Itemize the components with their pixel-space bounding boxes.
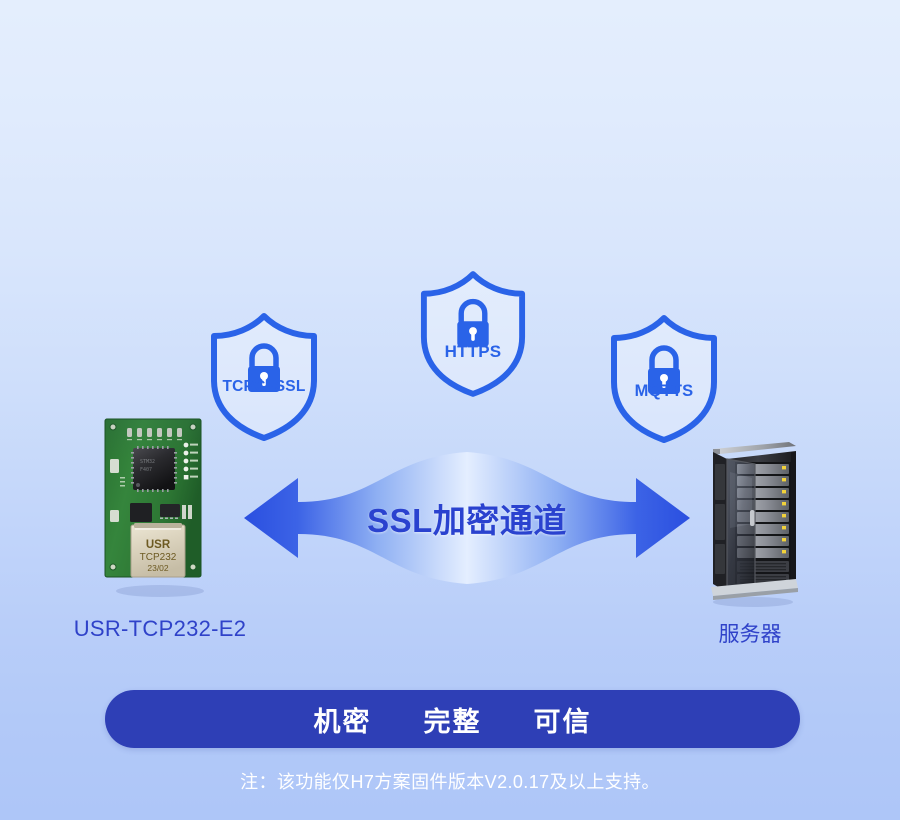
- ssl-channel-label: SSL加密通道: [367, 502, 567, 539]
- feature-banner: 机密 完整 可信: [105, 690, 800, 748]
- server-name-label: 服务器: [718, 623, 782, 646]
- device-name-label: USR-TCP232-E2: [73, 616, 247, 641]
- usr-tcp232-e2-device-image: STM32 F407: [98, 415, 216, 597]
- padlock-icon: [648, 345, 680, 394]
- shield-badge-https: HTTPS: [418, 268, 528, 398]
- pcb-board-icon: STM32 F407: [104, 418, 204, 597]
- server-rack-icon: [711, 442, 798, 607]
- shield-outline-icon: [211, 313, 317, 441]
- rj45-connector: USR TCP232 23/02: [130, 523, 186, 578]
- svg-text:F407: F407: [140, 467, 152, 473]
- svg-text:23/02: 23/02: [147, 563, 169, 573]
- svg-text:STM32: STM32: [140, 459, 155, 465]
- shield-label-tcpc-ssl: TCPC+SSL: [222, 378, 306, 395]
- server-rack-image: [697, 432, 803, 607]
- shield-badge-tcpc-ssl: TCPC+SSL: [208, 310, 320, 442]
- shield-label-https: HTTPS: [444, 342, 502, 361]
- feature-word-confidential: 机密: [313, 706, 372, 737]
- double-arrow-icon: [244, 452, 690, 584]
- shield-label-mqtts: MQTTS: [634, 382, 694, 400]
- feature-word-trusted: 可信: [533, 706, 592, 737]
- ssl-channel-arrow: [236, 452, 698, 584]
- padlock-icon: [457, 298, 489, 347]
- svg-text:TCP232: TCP232: [140, 552, 177, 563]
- padlock-icon: [248, 343, 280, 392]
- svg-text:USR: USR: [146, 539, 171, 551]
- footnote-text: 注：该功能仅H7方案固件版本V2.0.17及以上支持。: [240, 772, 660, 792]
- shield-badge-mqtts: MQTTS: [608, 312, 720, 444]
- feature-word-integrity: 完整: [423, 706, 482, 737]
- shield-outline-icon: [611, 315, 717, 443]
- shield-outline-icon: [420, 271, 526, 397]
